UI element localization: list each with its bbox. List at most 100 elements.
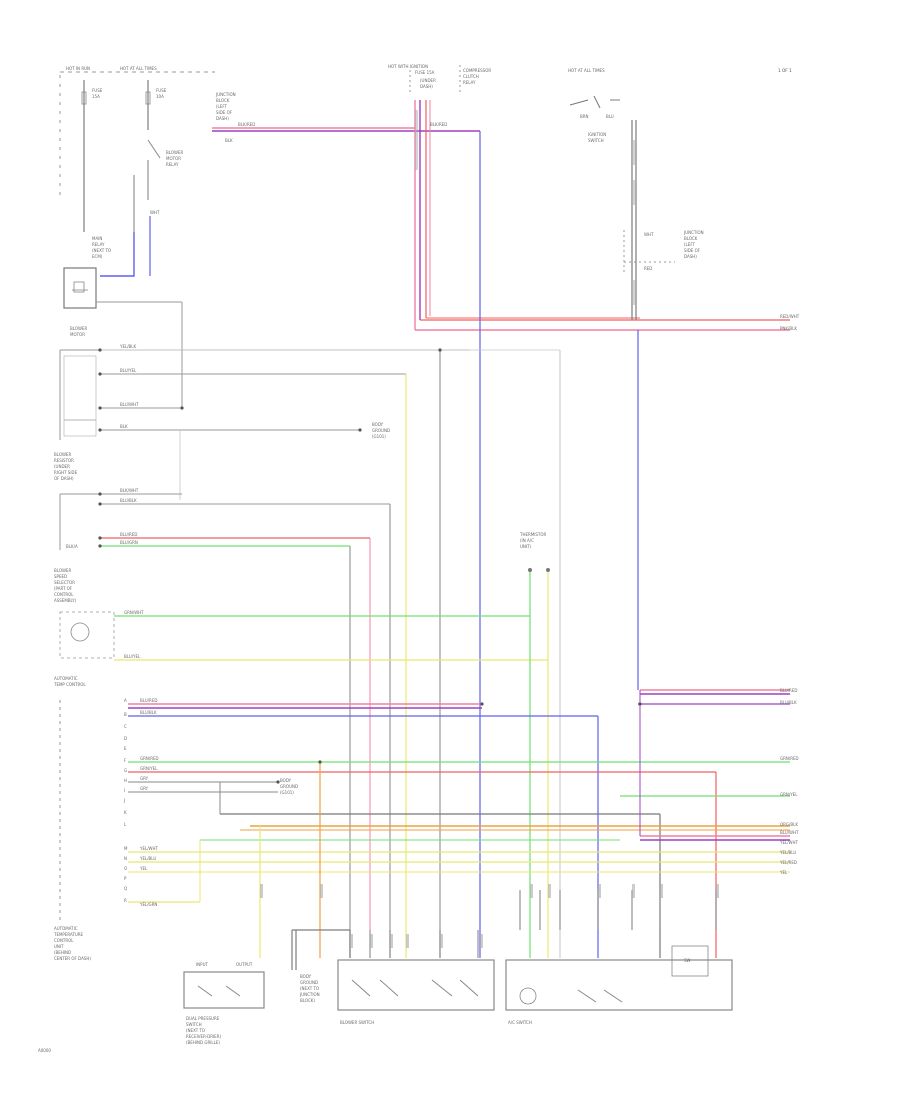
svg-text:BLK/A: BLK/A <box>66 544 78 549</box>
svg-text:JUNCTION: JUNCTION <box>683 230 704 235</box>
svg-text:UNIT: UNIT <box>54 944 64 949</box>
svg-text:BLU/YEL: BLU/YEL <box>124 654 141 659</box>
svg-text:BLOCK): BLOCK) <box>300 998 315 1003</box>
svg-text:MAIN: MAIN <box>92 236 102 241</box>
svg-text:YEL/GRN: YEL/GRN <box>139 902 157 907</box>
svg-text:OF DASH): OF DASH) <box>54 476 74 481</box>
svg-text:HOT AT ALL TIMES: HOT AT ALL TIMES <box>568 68 605 73</box>
svg-text:BLU/YEL: BLU/YEL <box>120 368 137 373</box>
svg-text:YEL/BLK: YEL/BLK <box>119 344 137 349</box>
svg-text:BODY: BODY <box>280 778 292 783</box>
svg-text:SWITCH: SWITCH <box>186 1022 202 1027</box>
svg-text:YEL/BLU: YEL/BLU <box>139 856 156 861</box>
svg-text:A: A <box>124 698 127 703</box>
svg-text:F: F <box>124 758 127 763</box>
svg-text:D: D <box>124 736 127 741</box>
svg-text:DASH): DASH) <box>216 116 229 121</box>
svg-text:RIGHT SIDE: RIGHT SIDE <box>54 470 78 475</box>
svg-text:(NEXT TO: (NEXT TO <box>92 248 111 253</box>
svg-text:THERMISTOR: THERMISTOR <box>519 532 547 537</box>
svg-text:BLK: BLK <box>120 424 128 429</box>
blower-relay: BLOWER MOTOR <box>63 267 97 337</box>
svg-text:BLU/BLK: BLU/BLK <box>120 498 137 503</box>
fuse-block-top-left: HOT IN RUN HOT AT ALL TIMES FUSE 15A FUS… <box>59 66 215 259</box>
svg-text:YEL/BLU: YEL/BLU <box>779 850 796 855</box>
dual-pressure-switch: INPUT OUTPUT DUAL PRESSURE SWITCH (NEXT … <box>183 962 265 1045</box>
svg-text:BLU/WHT: BLU/WHT <box>780 830 799 835</box>
svg-text:ASSEMBLY): ASSEMBLY) <box>54 598 77 603</box>
svg-text:YEL/WHT: YEL/WHT <box>139 846 159 851</box>
svg-text:FUSE: FUSE <box>92 88 103 93</box>
svg-text:DASH): DASH) <box>684 254 697 259</box>
svg-text:BLOCK: BLOCK <box>216 98 230 103</box>
svg-text:RESISTOR: RESISTOR <box>54 458 74 463</box>
svg-text:DUAL PRESSURE: DUAL PRESSURE <box>186 1016 220 1021</box>
svg-text:(LEFT: (LEFT <box>684 242 696 247</box>
svg-text:BLU/GRN: BLU/GRN <box>120 540 138 545</box>
svg-text:O: O <box>124 866 127 871</box>
svg-text:DASH): DASH) <box>420 84 433 89</box>
svg-text:CLUTCH: CLUTCH <box>463 74 479 79</box>
svg-text:(NEXT TO: (NEXT TO <box>186 1028 205 1033</box>
svg-text:L: L <box>124 822 127 827</box>
svg-text:FUSE 15A: FUSE 15A <box>415 70 435 75</box>
svg-text:SELECTOR: SELECTOR <box>54 580 75 585</box>
body-ground: BODY GROUND (NEXT TO JUNCTION BLOCK) <box>299 974 320 1003</box>
svg-text:AUTOMATIC: AUTOMATIC <box>54 676 78 681</box>
svg-text:(PART OF: (PART OF <box>54 586 73 591</box>
svg-text:CONTROL: CONTROL <box>54 592 74 597</box>
wire-harness-lower <box>128 689 790 958</box>
svg-text:(BEHIND GRILLE): (BEHIND GRILLE) <box>186 1040 220 1045</box>
svg-text:CENTER OF DASH): CENTER OF DASH) <box>54 956 91 961</box>
svg-text:RELAY: RELAY <box>463 80 476 85</box>
svg-text:YEL/RED: YEL/RED <box>779 860 797 865</box>
blower-speed-switch: GRN/WHT BLU/YEL <box>59 610 548 661</box>
svg-text:15A: 15A <box>92 94 100 99</box>
svg-text:JUNCTION: JUNCTION <box>215 92 236 97</box>
svg-text:ECM): ECM) <box>92 254 103 259</box>
svg-text:RELAY: RELAY <box>166 162 179 167</box>
svg-text:BODY: BODY <box>300 974 312 979</box>
svg-text:SIDE OF: SIDE OF <box>684 248 701 253</box>
svg-text:TEMPERATURE: TEMPERATURE <box>53 932 84 937</box>
svg-text:Q: Q <box>124 886 127 891</box>
svg-text:(IN A/C: (IN A/C <box>520 538 534 543</box>
blower-switch-group: BLOWER SWITCH <box>337 959 495 1025</box>
svg-text:C: C <box>124 724 127 729</box>
svg-text:AUTOMATIC: AUTOMATIC <box>54 926 78 931</box>
svg-text:GRN/RED: GRN/RED <box>140 756 159 761</box>
svg-text:K: K <box>124 810 127 815</box>
svg-text:BLU/BLK: BLU/BLK <box>140 710 157 715</box>
svg-text:UNIT): UNIT) <box>520 544 532 549</box>
svg-text:M: M <box>124 846 128 851</box>
svg-text:RED: RED <box>644 266 652 271</box>
svg-text:CONTROL: CONTROL <box>54 938 74 943</box>
svg-text:GRN/YEL: GRN/YEL <box>780 792 798 797</box>
svg-text:BLOWER: BLOWER <box>166 150 183 155</box>
svg-text:BLU: BLU <box>606 114 614 119</box>
svg-text:PNK/BLK: PNK/BLK <box>780 326 797 331</box>
svg-text:GRN/YEL: GRN/YEL <box>140 766 158 771</box>
svg-text:BLOWER SWITCH: BLOWER SWITCH <box>340 1020 374 1025</box>
svg-text:RECEIVER-DRIER): RECEIVER-DRIER) <box>186 1034 221 1039</box>
wire-right-vertical <box>631 120 639 690</box>
svg-text:MOTOR: MOTOR <box>70 332 85 337</box>
harness-labels-left: BLU/RED BLU/BLK GRN/RED GRN/YEL GRY GRY … <box>123 698 298 907</box>
svg-text:SIDE OF: SIDE OF <box>216 110 233 115</box>
svg-text:R: R <box>124 898 127 903</box>
svg-text:B: B <box>124 712 127 717</box>
svg-text:FUSE: FUSE <box>156 88 167 93</box>
junction-dots <box>98 348 642 784</box>
svg-text:BRN: BRN <box>580 114 589 119</box>
svg-text:SPEED: SPEED <box>54 574 67 579</box>
svg-text:GROUND: GROUND <box>300 980 318 985</box>
svg-text:INPUT: INPUT <box>196 962 209 967</box>
svg-text:H: H <box>124 778 127 783</box>
svg-text:BLK/RED: BLK/RED <box>430 122 447 127</box>
svg-text:BLU/BLK: BLU/BLK <box>780 700 797 705</box>
svg-text:(G101): (G101) <box>372 434 386 439</box>
svg-text:YEL: YEL <box>779 870 788 875</box>
svg-text:WHT: WHT <box>644 232 654 237</box>
connector-marks <box>260 110 719 948</box>
svg-text:GROUND: GROUND <box>280 784 298 789</box>
